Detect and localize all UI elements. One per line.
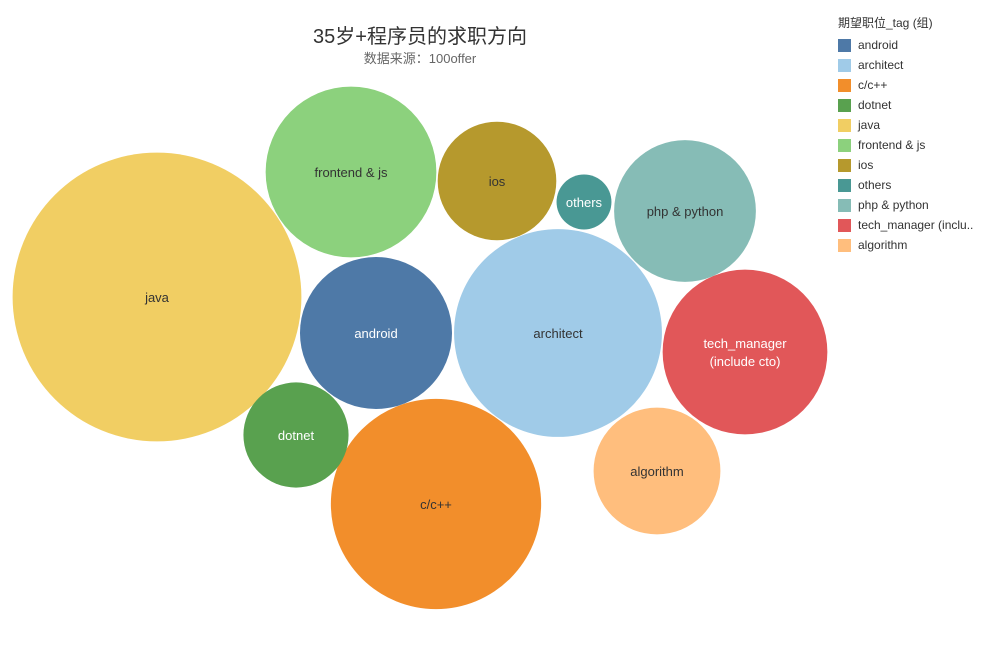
bubble-group[interactable]: algorithm xyxy=(593,407,721,535)
legend-swatch xyxy=(838,198,851,212)
bubble-label: java xyxy=(144,290,170,305)
legend-swatch xyxy=(838,118,851,132)
legend-label: algorithm xyxy=(858,238,908,252)
bubble-group[interactable]: java xyxy=(12,152,302,442)
legend-label: ios xyxy=(858,158,874,172)
legend-label: c/c++ xyxy=(858,78,888,92)
bubble-group[interactable]: c/c++ xyxy=(330,398,542,610)
legend-label: frontend & js xyxy=(858,138,926,152)
legend-swatch xyxy=(838,78,851,92)
legend-label: dotnet xyxy=(858,98,892,112)
bubble[interactable] xyxy=(330,398,542,610)
bubble-label: c/c++ xyxy=(420,497,452,512)
bubble-group[interactable]: others xyxy=(556,174,612,230)
legend-swatch xyxy=(838,138,851,152)
bubble[interactable] xyxy=(243,382,349,488)
legend-swatch xyxy=(838,158,851,172)
bubble-group[interactable]: frontend & js xyxy=(265,86,437,258)
bubble-label: dotnet xyxy=(278,428,315,443)
legend-label: tech_manager (inclu.. xyxy=(858,218,974,232)
bubble-label: tech_manager(include cto) xyxy=(703,336,787,369)
bubble-group[interactable]: dotnet xyxy=(243,382,349,488)
legend-label: php & python xyxy=(858,198,929,212)
bubble-label: php & python xyxy=(647,204,724,219)
legend-item[interactable]: others xyxy=(838,175,1000,195)
chart-subtitle: 数据来源：100offer xyxy=(363,51,477,66)
legend: 期望职位_tag (组) android architect c/c++ dotnet… xyxy=(838,14,1000,255)
legend-item[interactable]: php & python xyxy=(838,195,1000,215)
bubble-label: others xyxy=(566,195,603,210)
bubble[interactable] xyxy=(593,407,721,535)
legend-label: android xyxy=(858,38,899,52)
legend-item[interactable]: frontend & js xyxy=(838,135,1000,155)
legend-item[interactable]: ios xyxy=(838,155,1000,175)
legend-swatch xyxy=(838,218,851,232)
bubble[interactable] xyxy=(12,152,302,442)
legend-item[interactable]: android xyxy=(838,35,1000,55)
legend-item[interactable]: architect xyxy=(838,55,1000,75)
legend-label: java xyxy=(858,118,881,132)
legend-item[interactable]: algorithm xyxy=(838,235,1000,255)
legend-item[interactable]: dotnet xyxy=(838,95,1000,115)
bubble[interactable] xyxy=(614,140,756,282)
bubble[interactable] xyxy=(265,86,437,258)
legend-label: architect xyxy=(858,58,904,72)
legend-item[interactable]: tech_manager (inclu.. xyxy=(838,215,1000,235)
legend-swatch xyxy=(838,58,851,72)
legend-swatch xyxy=(838,178,851,192)
bubble-group[interactable]: php & python xyxy=(614,140,756,282)
legend-swatch xyxy=(838,38,851,52)
legend-swatch xyxy=(838,98,851,112)
legend-items: android architect c/c++ dotnet java frontend … xyxy=(838,35,1000,255)
bubble[interactable] xyxy=(662,269,828,435)
legend-title: 期望职位_tag (组) xyxy=(838,16,933,30)
bubble-label: ios xyxy=(489,174,506,189)
bubble[interactable] xyxy=(454,229,662,437)
bubble-group[interactable]: android xyxy=(299,256,453,410)
legend-item[interactable]: java xyxy=(838,115,1000,135)
legend-label: others xyxy=(858,178,892,192)
bubble-label: architect xyxy=(533,326,583,341)
legend-item[interactable]: c/c++ xyxy=(838,75,1000,95)
chart-title: 35岁+程序员的求职方向 xyxy=(313,26,527,48)
bubble-label: frontend & js xyxy=(315,165,388,180)
bubble-chart: java c/c++ architect frontend & js tech_mana… xyxy=(12,86,828,610)
legend-swatch xyxy=(838,238,851,252)
bubble[interactable] xyxy=(299,256,453,410)
bubble-group[interactable]: architect xyxy=(454,229,662,437)
bubble-group[interactable]: ios xyxy=(437,121,557,241)
bubble[interactable] xyxy=(437,121,557,241)
bubble[interactable] xyxy=(556,174,612,230)
bubble-group[interactable]: tech_manager(include cto) xyxy=(662,269,828,435)
bubble-label: algorithm xyxy=(630,464,683,479)
bubble-label: android xyxy=(354,326,397,341)
